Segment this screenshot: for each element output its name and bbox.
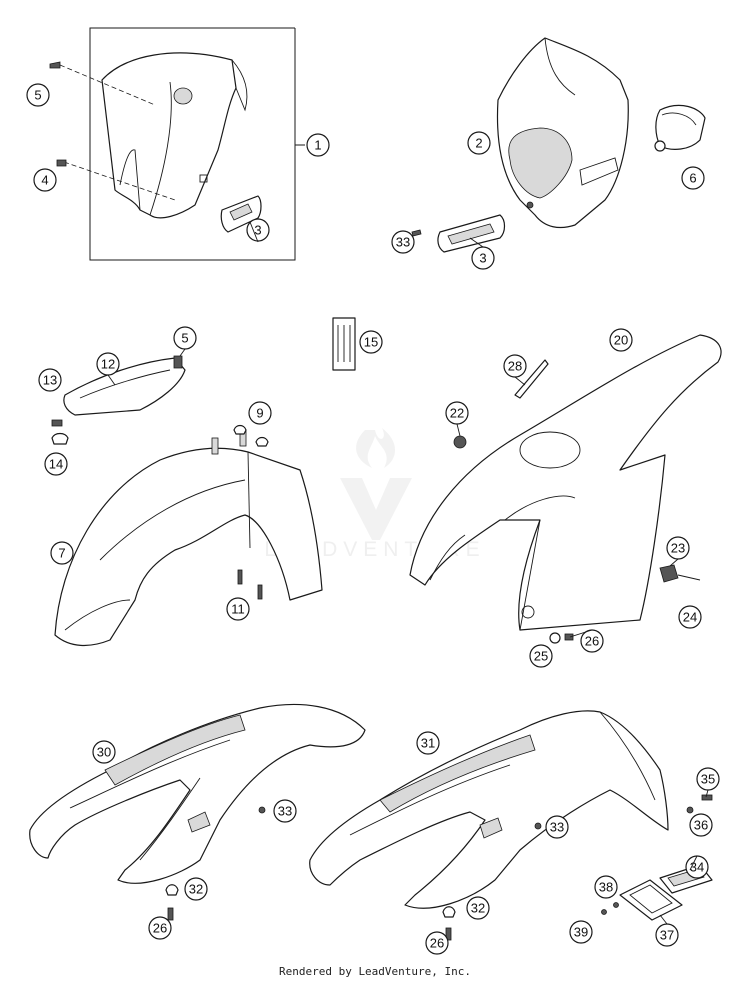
reflector-strip-part: [332, 317, 356, 371]
headlight-bracket-part: [654, 104, 706, 152]
svg-text:5: 5: [34, 88, 41, 103]
svg-text:6: 6: [689, 171, 696, 186]
svg-text:2: 2: [475, 136, 482, 151]
side-cover-strip-part: [63, 357, 186, 416]
svg-text:32: 32: [189, 882, 203, 897]
svg-text:4: 4: [41, 173, 48, 188]
side-covers-left-part: [29, 703, 366, 884]
callout-9: 9: [248, 401, 272, 425]
callout-11: 11: [226, 597, 250, 621]
svg-text:35: 35: [701, 772, 715, 787]
svg-text:37: 37: [660, 928, 674, 943]
svg-text:33: 33: [550, 820, 564, 835]
callout-26-left: 26: [148, 916, 172, 940]
svg-text:32: 32: [471, 901, 485, 916]
callout-39: 39: [569, 920, 593, 944]
callout-37: 37: [655, 923, 679, 947]
svg-text:11: 11: [231, 602, 245, 617]
number-plate-sticker-part: [220, 195, 262, 233]
front-fender-part: [54, 429, 323, 646]
callout-33-right: 33: [545, 815, 569, 839]
svg-text:3: 3: [254, 223, 261, 238]
callout-12: 12: [96, 352, 120, 376]
callout-15: 15: [359, 330, 383, 354]
callout-1: 1: [306, 133, 330, 157]
callout-14: 14: [44, 452, 68, 476]
svg-text:28: 28: [508, 359, 522, 374]
svg-text:26: 26: [153, 921, 167, 936]
callout-7: 7: [50, 541, 74, 565]
callout-30: 30: [92, 740, 116, 764]
svg-text:26: 26: [585, 634, 599, 649]
callout-35: 35: [696, 767, 720, 791]
svg-text:36: 36: [694, 818, 708, 833]
callout-20: 20: [609, 328, 633, 352]
svg-text:26: 26: [430, 936, 444, 951]
callout-31: 31: [416, 731, 440, 755]
svg-text:5: 5: [181, 331, 188, 346]
svg-text:20: 20: [614, 333, 628, 348]
svg-text:14: 14: [49, 457, 63, 472]
rear-fender-part: [409, 334, 722, 631]
callout-24: 24: [678, 605, 702, 629]
svg-text:39: 39: [574, 925, 588, 940]
callout-26-middle: 26: [580, 629, 604, 653]
callout-34: 34: [685, 855, 709, 879]
plate-holder-part: [619, 879, 683, 921]
footer-credit: Rendered by LeadVenture, Inc.: [278, 965, 472, 978]
callout-38: 38: [594, 875, 618, 899]
callout-13: 13: [38, 368, 62, 392]
callout-23: 23: [666, 536, 690, 560]
svg-text:22: 22: [450, 406, 464, 421]
svg-text:9: 9: [256, 406, 263, 421]
mask-sticker-part: [437, 214, 506, 253]
svg-text:3: 3: [479, 251, 486, 266]
svg-text:25: 25: [534, 649, 548, 664]
callout-2: 2: [467, 131, 491, 155]
svg-text:7: 7: [58, 546, 65, 561]
svg-text:33: 33: [278, 804, 292, 819]
headlight-mask-part: [496, 37, 629, 229]
svg-text:31: 31: [421, 736, 435, 751]
svg-text:23: 23: [671, 541, 685, 556]
callout-33-left: 33: [273, 799, 297, 823]
svg-text:12: 12: [101, 357, 115, 372]
svg-text:33: 33: [396, 235, 410, 250]
callout-32-right: 32: [466, 896, 490, 920]
leader-lines: [107, 221, 709, 925]
callout-22: 22: [445, 401, 469, 425]
callout-32-left: 32: [184, 877, 208, 901]
callout-33-top: 33: [391, 230, 415, 254]
svg-text:15: 15: [364, 335, 378, 350]
svg-text:1: 1: [314, 138, 321, 153]
svg-text:30: 30: [97, 745, 111, 760]
group-1-frame: [89, 27, 305, 261]
svg-text:13: 13: [43, 373, 57, 388]
callout-6: 6: [681, 166, 705, 190]
svg-text:24: 24: [683, 610, 697, 625]
callout-25: 25: [529, 644, 553, 668]
windscreen-part: [101, 52, 248, 219]
callout-5-middle: 5: [173, 326, 197, 350]
side-covers-right-part: [309, 710, 669, 909]
callout-36: 36: [689, 813, 713, 837]
callout-5-top: 5: [26, 83, 50, 107]
callout-28: 28: [503, 354, 527, 378]
callout-26-right: 26: [425, 931, 449, 955]
svg-text:38: 38: [599, 880, 613, 895]
callout-3-right: 3: [471, 246, 495, 270]
callout-4: 4: [33, 168, 57, 192]
